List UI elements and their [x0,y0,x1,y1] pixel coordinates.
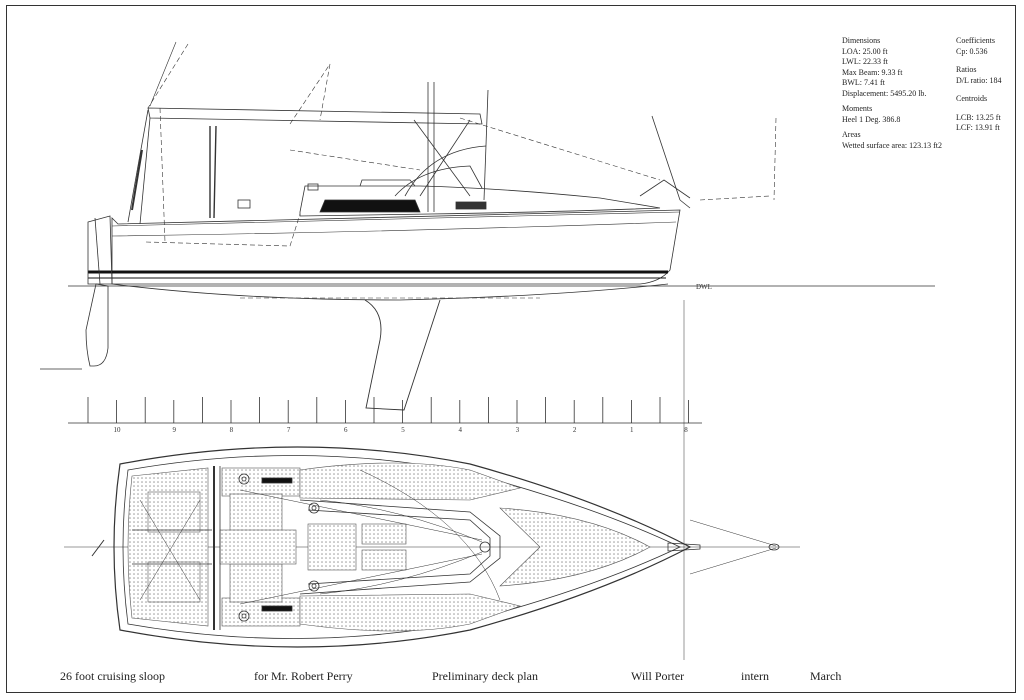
areas-heading: Areas [842,130,861,139]
title-description: 26 foot cruising sloop [60,669,165,683]
centroids-heading: Centroids [956,94,988,103]
station-label: 4 [458,426,462,434]
dimension-displacement: Displacement: 5495.20 lb. [842,88,927,98]
deck-plan [64,446,800,648]
boom [147,107,483,125]
station-label: 2 [573,426,577,434]
dashed-sail-outline [145,43,777,299]
station-labels: 10 9 8 7 6 5 4 3 2 1 8 [114,426,689,434]
bow-sprit [667,542,701,552]
area-wetted-surface: Wetted surface area: 123.13 ft2 [842,140,942,150]
moments-heading: Moments [842,104,873,113]
station-label: 1 [630,426,634,434]
keel [364,299,441,411]
waterline-label: DWL [696,283,712,291]
rudder [85,283,109,367]
drawing-sheet-border [6,5,1016,693]
station-label: 7 [287,426,291,434]
dimension-max-beam: Max Beam: 9.33 ft [842,67,903,77]
station-label: 8 [684,426,688,434]
station-scale [68,300,702,660]
coefficients-heading: Coefficients [956,36,995,45]
deck-winches [238,473,320,622]
profile-view [40,41,935,411]
dimension-loa: LOA: 25.00 ft [842,46,888,56]
dimensions-heading: Dimensions [842,36,881,45]
ratio-dl: D/L ratio: 184 [956,75,1002,85]
cabin-trunk [299,185,661,217]
underbody-line [111,283,669,301]
spec-column-coefficients: Coefficients Cp: 0.536 Ratios D/L ratio:… [956,36,1014,134]
dodger [394,165,483,197]
title-client: for Mr. Robert Perry [254,669,353,683]
deck-outline [113,446,692,648]
title-sheet: Preliminary deck plan [432,669,538,683]
station-label: 6 [344,426,348,434]
centroid-lcf: LCF: 13.91 ft [956,123,1000,132]
title-role: intern [741,669,769,683]
title-designer: Will Porter [631,669,685,683]
moment-heel: Heel 1 Deg. 386.8 [842,114,901,124]
station-label: 3 [516,426,520,434]
dimension-lwl: LWL: 22.33 ft [842,57,888,66]
title-date: March [810,669,842,683]
centroid-lcb: LCB: 13.25 ft [956,112,1001,122]
coefficient-cp: Cp: 0.536 [956,46,988,56]
station-label: 8 [230,426,234,434]
ratios-heading: Ratios [956,65,977,74]
station-label: 10 [114,426,122,434]
station-label: 5 [401,426,405,434]
station-label: 9 [172,426,176,434]
dimension-bwl: BWL: 7.41 ft [842,78,885,87]
hull-profile [111,209,681,285]
spec-column-dimensions: Dimensions LOA: 25.00 ft LWL: 22.33 ft M… [842,36,952,151]
